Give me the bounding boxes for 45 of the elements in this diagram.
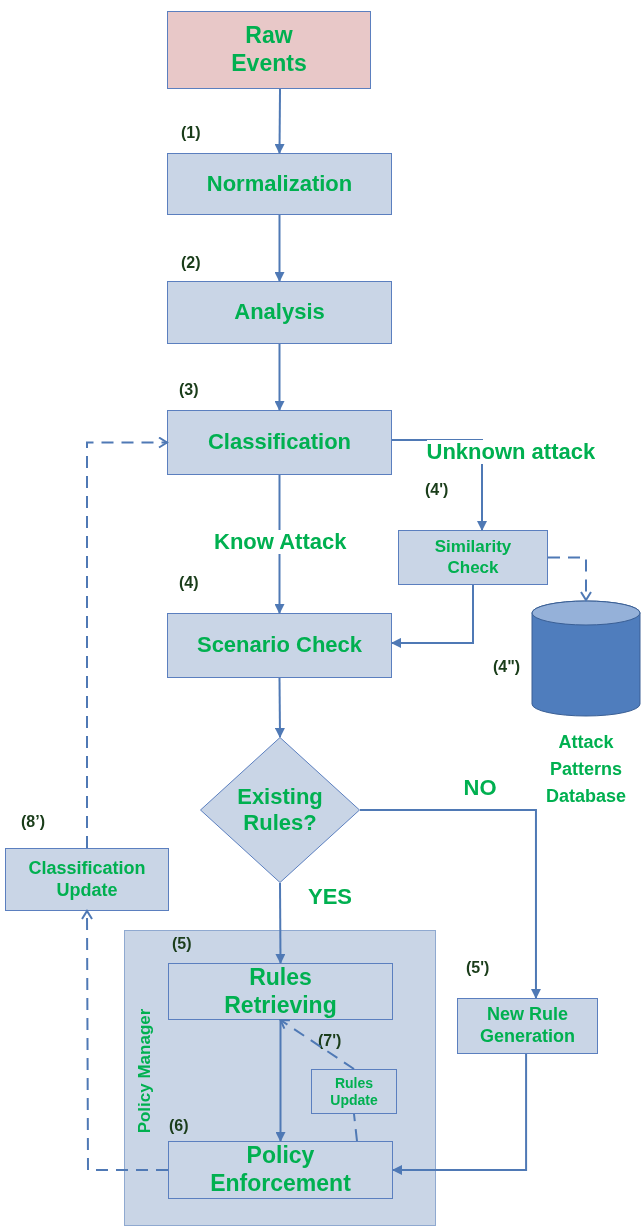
node-label: Analysis: [234, 299, 325, 326]
arrow: [275, 882, 286, 964]
step-number: (1): [181, 124, 201, 142]
step-number: (3): [179, 381, 199, 399]
group-panel: [124, 930, 436, 1226]
node-label: Attack Patterns Database: [544, 731, 627, 808]
arrow: [275, 1019, 286, 1142]
node-label: Policy Enforcement: [209, 1142, 352, 1198]
arrow: [274, 88, 285, 154]
node-label: Classification Update: [27, 857, 147, 902]
decision-diamond: [200, 737, 360, 883]
step-number: (4"): [493, 658, 521, 676]
arrow: [391, 584, 474, 648]
step-number: (7'): [318, 1032, 342, 1050]
step-number: (6): [169, 1117, 189, 1135]
node-label: Normalization: [206, 170, 353, 198]
group-label: Policy Manager: [134, 1008, 155, 1134]
step-number: (5'): [466, 959, 490, 977]
arrow: [274, 214, 285, 282]
step-number: (2): [181, 254, 201, 272]
edge-label: Unknown attack: [426, 440, 596, 465]
arrow: [391, 438, 487, 531]
arrow: [274, 677, 285, 738]
process-box: [311, 1069, 397, 1114]
dashed-arrow: [86, 436, 168, 849]
node-label: Rules Update: [329, 1074, 379, 1109]
dashed-arrow: [279, 1019, 355, 1070]
node-label: New Rule Generation: [479, 1004, 576, 1048]
edge-label: Know Attack: [214, 530, 347, 555]
step-number: (4'): [425, 481, 449, 499]
step-number: (4): [179, 574, 199, 592]
node-label: Scenario Check: [196, 632, 363, 659]
node-label: Similarity Check: [433, 537, 513, 578]
node-label: Rules Retrieving: [223, 963, 338, 1020]
step-number: (5): [172, 935, 192, 953]
node-label: Classification: [207, 429, 351, 456]
start-box: [167, 11, 371, 89]
node-label: Raw Events: [230, 22, 308, 78]
arrow: [359, 809, 541, 999]
dashed-arrow: [547, 556, 592, 601]
step-number: (8’): [21, 813, 45, 831]
node-label: Existing Rules?: [236, 783, 324, 837]
arrow: [392, 1053, 528, 1175]
dashed-arrow: [81, 910, 169, 1171]
arrow: [274, 343, 285, 411]
